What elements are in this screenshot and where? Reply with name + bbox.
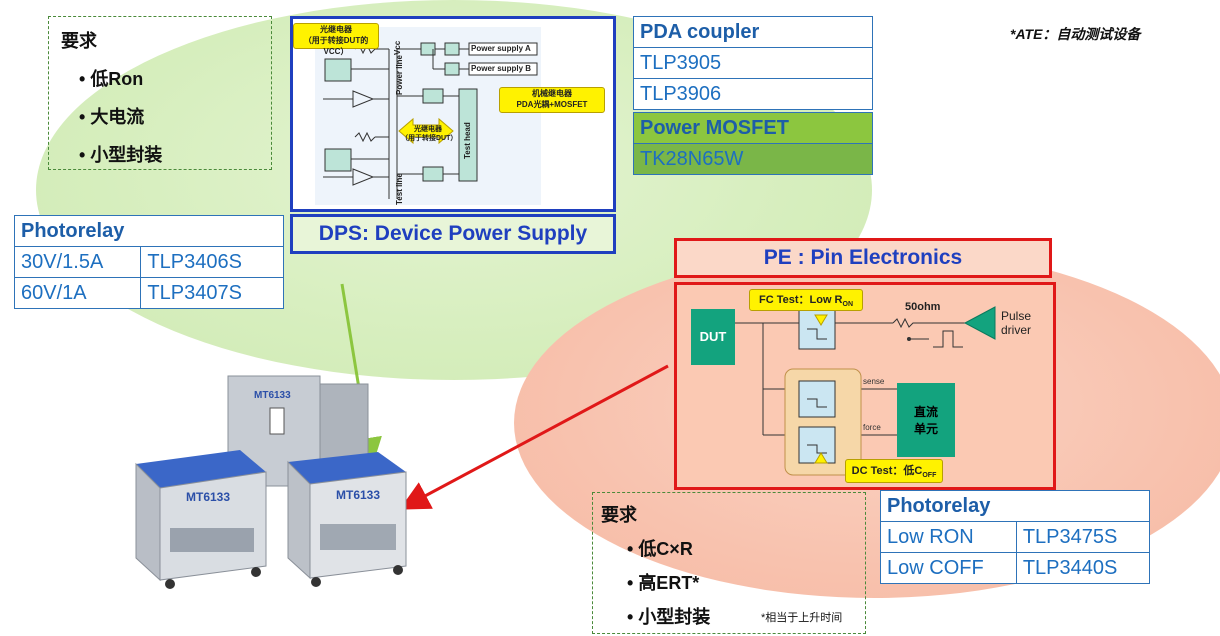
red-arrow (399, 364, 669, 510)
dc-unit-block: 直流单元 (897, 383, 955, 457)
footnote: *相当于上升时间 (761, 612, 843, 624)
requirement-item: • 大电流 (79, 107, 145, 127)
ate-note: *ATE：自动测试设备 (1010, 26, 1141, 42)
table-cell: TLP3905 (633, 47, 873, 79)
dps-label: DPS: Device Power Supply (318, 222, 588, 245)
dps-label-box: DPS: Device Power Supply (290, 214, 616, 254)
table-cell: TK28N65W (633, 143, 873, 175)
requirement-item: • 低Ron (79, 69, 144, 89)
requirements-title: 要求 (601, 505, 637, 525)
requirement-item: • 低C×R (627, 539, 693, 559)
table-cell: TLP3906 (633, 78, 873, 110)
table-cell: Low RON (880, 521, 1017, 553)
requirement-item: • 小型封装 (627, 607, 711, 627)
pe-label: PE : Pin Electronics (763, 246, 963, 269)
dc-test-callout: DC Test：低COFF (845, 459, 943, 483)
ate-machine-image: MT6133 MT6133 MT6133 (130, 368, 420, 608)
table-header: Power MOSFET (633, 112, 873, 144)
callout-photorelay-dut: 光继电器（用于转接DUT） (401, 126, 458, 142)
power-supply-a-label: Power supply A (471, 44, 531, 53)
table-cell: TLP3407S (140, 277, 284, 309)
resistor-label: 50ohm (905, 301, 941, 313)
dps-circuit-svg (315, 27, 541, 205)
pe-circuit-svg (733, 306, 996, 476)
requirements-title: 要求 (61, 31, 97, 51)
power-mosfet-table: Power MOSFET TK28N65W (633, 112, 873, 175)
table-cell: TLP3475S (1015, 521, 1151, 553)
requirement-item: • 高ERT* (627, 573, 700, 593)
table-header: Photorelay (14, 215, 284, 247)
pe-label-box: PE : Pin Electronics (674, 238, 1052, 278)
table-cell: TLP3440S (1015, 552, 1151, 584)
dut-block: DUT (691, 309, 735, 365)
table-row: 30V/1.5A TLP3406S (13, 246, 284, 278)
requirement-item: • 小型封装 (79, 145, 163, 165)
pda-coupler-table: PDA coupler TLP3905 TLP3906 (633, 16, 873, 110)
photorelay-table-bottom: Photorelay Low RON TLP3475S Low COFF TLP… (880, 490, 1151, 584)
table-row: TLP3905 (633, 47, 873, 79)
table-row: Low RON TLP3475S (880, 521, 1151, 553)
photorelay-table-top: Photorelay 30V/1.5A TLP3406S 60V/1A TLP3… (13, 215, 284, 309)
table-cell: 60V/1A (13, 277, 142, 309)
table-row: Low COFF TLP3440S (880, 552, 1151, 584)
machine-label-back: MT6133 (254, 390, 291, 401)
pe-circuit-diagram: DUT FC Test：Low RON DC Test：低COFF 50ohm … (674, 282, 1056, 490)
power-supply-b-label: Power supply B (471, 64, 532, 73)
table-row: 60V/1A TLP3407S (13, 277, 284, 309)
table-cell: Low COFF (880, 552, 1017, 584)
table-row: TLP3906 (633, 78, 873, 110)
force-label: force (863, 423, 881, 432)
dps-circuit-diagram: Vcc Power line Test line Test head Power… (290, 16, 616, 212)
fc-test-callout: FC Test：Low RON (749, 289, 863, 311)
machine-label-left: MT6133 (186, 490, 231, 504)
table-row: TK28N65W (633, 143, 873, 175)
ate-machine-svg (135, 375, 407, 589)
callout-photorelay-vcc: 光继电器（用于转接DUT的VCC） (293, 23, 379, 56)
machine-label-right: MT6133 (336, 488, 381, 502)
requirements-box-top: 要求 • 低Ron • 大电流 • 小型封装 (48, 16, 272, 170)
requirements-box-bottom: 要求 • 低C×R • 高ERT* • 小型封装 *相当于上升时间 (592, 492, 866, 634)
sense-label: sense (863, 377, 885, 386)
table-header: PDA coupler (633, 16, 873, 48)
